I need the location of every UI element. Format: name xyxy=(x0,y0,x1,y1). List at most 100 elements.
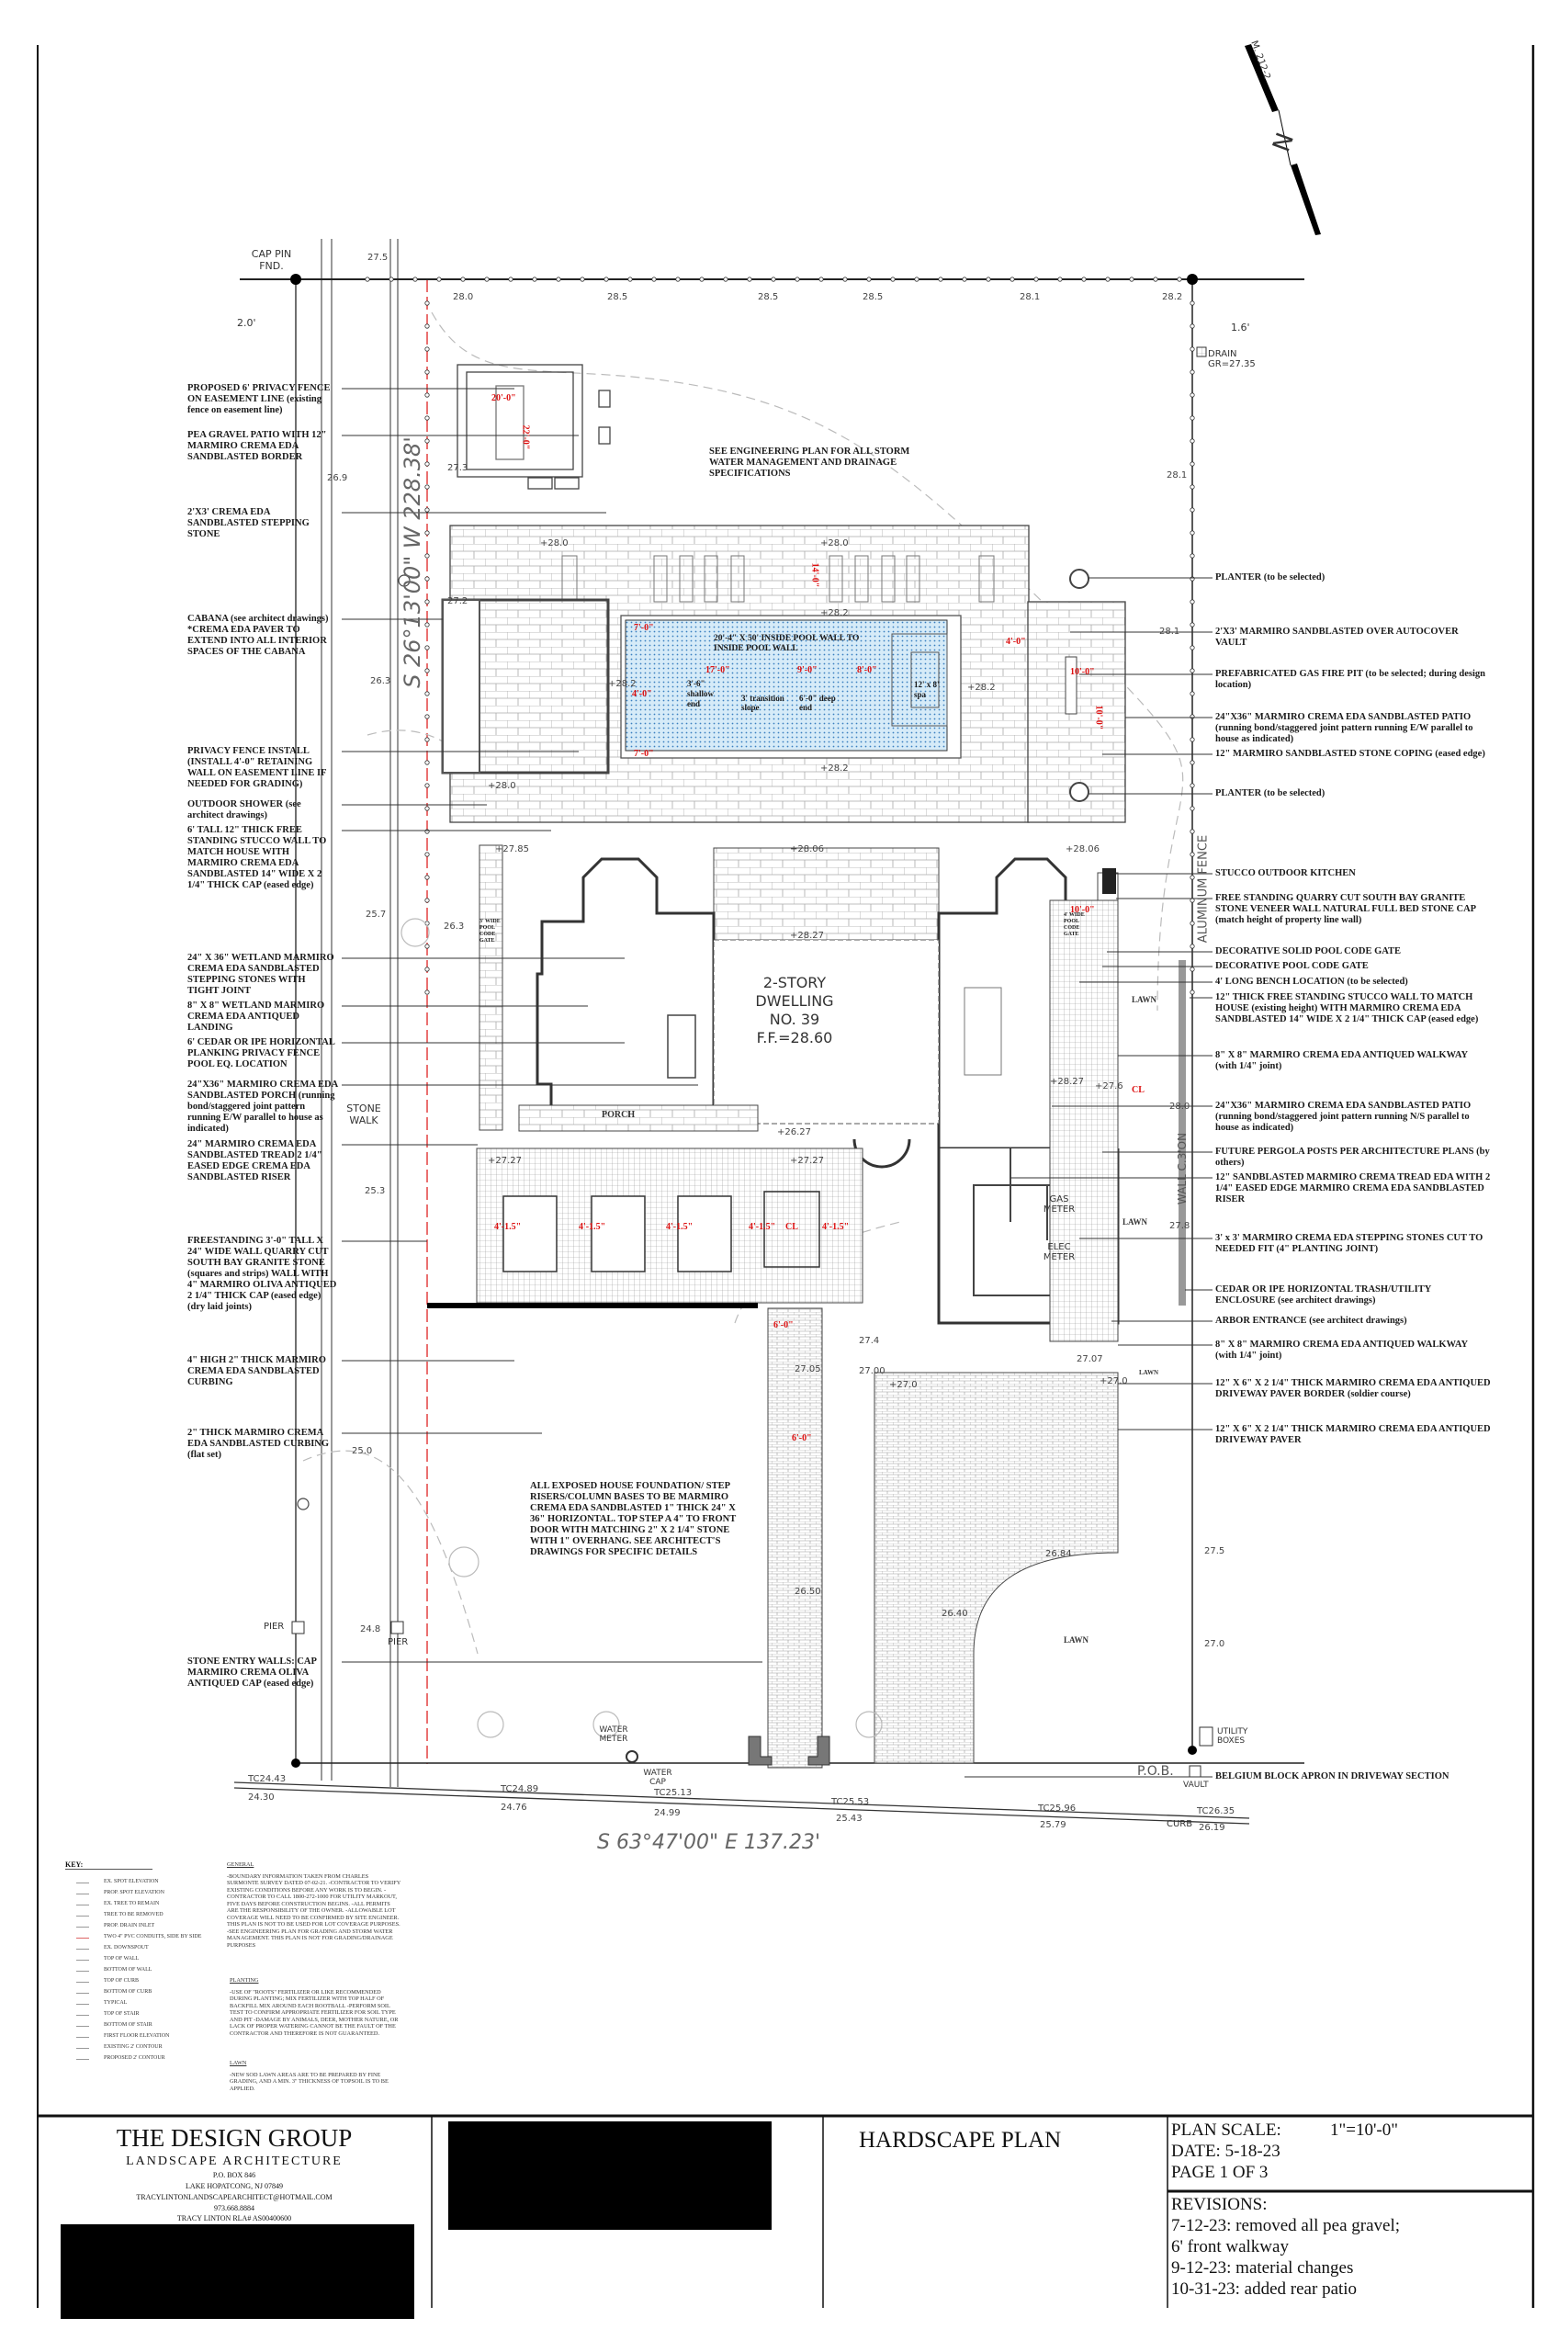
fence-post xyxy=(890,277,896,282)
callout-storm-water: SEE ENGINEERING PLAN FOR ALL STORM WATER… xyxy=(709,447,910,479)
callout-left: PROPOSED 6' PRIVACY FENCE ON EASEMENT LI… xyxy=(187,383,331,415)
fence-post xyxy=(1190,415,1195,421)
callout-left: 8" X 8" WETLAND MARMIRO CREMA EDA ANTIQU… xyxy=(187,1001,325,1033)
spot-elevation: 25.43 xyxy=(836,1814,863,1824)
spot-elevation: 27.8 xyxy=(1169,1221,1190,1231)
spot-elevation: 27.5 xyxy=(367,253,389,263)
dimension-label: 6'-0" xyxy=(773,1320,794,1330)
key-item: FIRST FLOOR ELEVATION xyxy=(104,2033,170,2039)
revision-entry: 6' front walkway xyxy=(1171,2237,1289,2256)
callout-left: 2'X3' CREMA EDA SANDBLASTED STEPPING STO… xyxy=(187,507,310,539)
callout-left: 24" X 36" WETLAND MARMIRO CREMA EDA SAND… xyxy=(187,953,334,996)
spot-elevation: +28.06 xyxy=(1066,844,1100,854)
general-notes-title: GENERAL xyxy=(227,1861,254,1868)
pool xyxy=(620,615,962,759)
fence-post xyxy=(1129,277,1134,282)
callout-right: CEDAR OR IPE HORIZONTAL TRASH/UTILITY EN… xyxy=(1215,1284,1431,1306)
firm-address-1: P.O. BOX 846 xyxy=(212,2171,256,2179)
fence-post xyxy=(1057,277,1063,282)
utility-box-icon xyxy=(1199,1726,1213,1747)
spot-elevation: +28.27 xyxy=(1050,1077,1085,1087)
fence-post xyxy=(424,829,430,834)
key-item: BOTTOM OF WALL xyxy=(104,1967,152,1973)
fence-post xyxy=(651,277,657,282)
callout-right: 8" X 8" MARMIRO CREMA EDA ANTIQUED WALKW… xyxy=(1215,1340,1468,1361)
dimension-label: 4'-1.5" xyxy=(822,1222,850,1232)
callout-left: 24" MARMIRO CREMA EDA SANDBLASTED TREAD … xyxy=(187,1139,322,1182)
key-symbol-icon xyxy=(76,1927,89,1928)
fence-post xyxy=(424,300,430,306)
spot-elevation: 25.79 xyxy=(1040,1820,1066,1830)
pool-deep-label: 6'-0" deep end xyxy=(799,694,836,712)
callout-left: 2" THICK MARMIRO CREMA EDA SANDBLASTED C… xyxy=(187,1428,330,1460)
spot-elevation: +28.2 xyxy=(608,679,637,689)
callout-right: ARBOR ENTRANCE (see architect drawings) xyxy=(1215,1316,1407,1326)
fence-post xyxy=(412,277,418,282)
fence-post xyxy=(424,875,430,880)
fence-post xyxy=(699,277,705,282)
fence-post xyxy=(1190,737,1195,742)
spot-elevation: 27.05 xyxy=(795,1364,821,1374)
cabana xyxy=(441,598,610,775)
spot-elevation: 28.1 xyxy=(1159,627,1180,637)
fence-post xyxy=(424,944,430,949)
spot-elevation: +28.2 xyxy=(820,763,849,774)
dimension-label: 4'-1.5" xyxy=(749,1222,776,1232)
spot-elevation: +28.0 xyxy=(540,538,569,548)
spot-elevation: TC24.43 xyxy=(248,1774,287,1784)
pier xyxy=(390,1621,404,1634)
key-item: PROP. DRAIN INLET xyxy=(104,1923,155,1928)
fence-post xyxy=(460,277,466,282)
firm-name: THE DESIGN GROUP xyxy=(116,2124,353,2152)
callout-right: 3' x 3' MARMIRO CREMA EDA STEPPING STONE… xyxy=(1215,1233,1483,1254)
fence-post xyxy=(747,277,752,282)
fence-post xyxy=(1190,967,1195,972)
redacted-block xyxy=(61,2224,414,2319)
planter-icon xyxy=(1069,569,1089,589)
callout-left: STONE ENTRY WALLS: CAP MARMIRO CREMA OLI… xyxy=(187,1657,317,1689)
callout-house-foundation: ALL EXPOSED HOUSE FOUNDATION/ STEP RISER… xyxy=(530,1481,737,1557)
dimension-label: 7'-0" xyxy=(634,749,654,759)
plan-scale-label: PLAN SCALE: xyxy=(1171,2120,1281,2140)
callout-left: FREESTANDING 3'-0" TALL X 24" WIDE WALL … xyxy=(187,1236,337,1312)
fence-post xyxy=(1190,553,1195,559)
grill-icon xyxy=(1102,868,1116,894)
fence-post xyxy=(424,967,430,972)
fence-post xyxy=(1190,760,1195,765)
spot-elevation: +28.27 xyxy=(790,931,825,941)
spot-elevation: +27.27 xyxy=(488,1156,523,1166)
spa-label: 12' x 8' spa xyxy=(914,680,940,699)
fence-post xyxy=(1190,484,1195,490)
dimension-label: 4'-1.5" xyxy=(579,1222,606,1232)
sheet-date: DATE: 5-18-23 xyxy=(1171,2142,1280,2161)
spot-elevation: 26.40 xyxy=(942,1609,968,1619)
callout-right: 4' LONG BENCH LOCATION (to be selected) xyxy=(1215,977,1408,987)
fence-post xyxy=(675,277,681,282)
spot-elevation: 25.0 xyxy=(352,1446,373,1456)
spot-elevation: 25.7 xyxy=(366,910,387,920)
planter-icon xyxy=(1069,782,1089,802)
fence-post xyxy=(795,277,800,282)
callout-right: FUTURE PERGOLA POSTS PER ARCHITECTURE PL… xyxy=(1215,1147,1490,1168)
callout-right: 2'X3' MARMIRO SANDBLASTED OVER AUTOCOVER… xyxy=(1215,627,1459,648)
key-item: TOP OF STAIR xyxy=(104,2011,140,2017)
spot-elevation: TC26.35 xyxy=(1197,1806,1235,1816)
general-notes: GENERAL -BOUNDARY INFORMATION TAKEN FROM… xyxy=(227,1861,401,1949)
fence-post xyxy=(1190,300,1195,306)
spot-elevation: 28.0 xyxy=(453,292,474,302)
spot-elevation: 28.5 xyxy=(758,292,779,302)
key-item: TYPICAL xyxy=(104,2000,128,2006)
north-arrow-icon xyxy=(1245,44,1321,235)
dwelling-line: 2-STORY xyxy=(762,974,827,991)
side-walkway-right xyxy=(1049,899,1119,1342)
callout-right: DECORATIVE POOL CODE GATE xyxy=(1215,961,1369,971)
fence-post xyxy=(424,898,430,903)
planting-notes-title: PLANTING xyxy=(230,1977,259,1984)
key-item: TOP OF WALL xyxy=(104,1956,140,1962)
callout-right: PREFABRICATED GAS FIRE PIT (to be select… xyxy=(1215,669,1486,690)
fence-post xyxy=(1190,507,1195,513)
water-cap-label: WATER CAP xyxy=(643,1769,672,1787)
tree-icon xyxy=(400,918,883,1738)
spot-elevation: 26.84 xyxy=(1045,1549,1072,1559)
fence-post xyxy=(771,277,776,282)
